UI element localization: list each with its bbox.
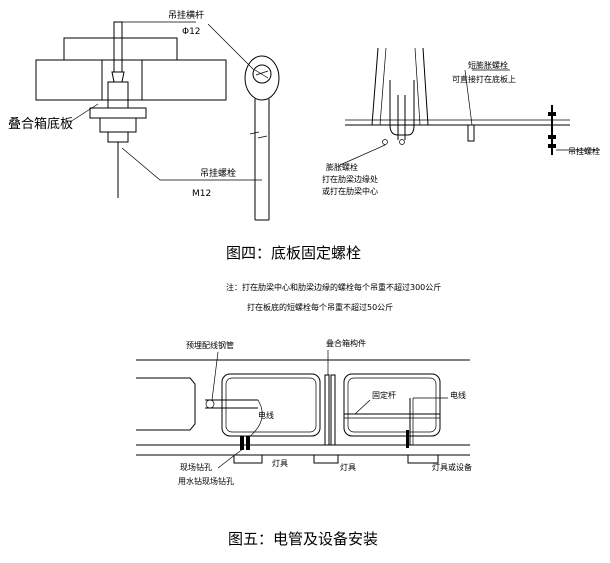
box-section-detail: 预埋配线钢管 叠合箱构件 固定杆 电线 电线 现场钻孔 用水钻现场钻孔 灯具 灯… <box>136 338 472 486</box>
leader-eye <box>207 23 255 71</box>
label-lamp-device: 灯具或设备 <box>432 462 472 472</box>
figure4-note-1: 注：打在肋梁中心和肋梁边缘的螺栓每个吊重不超过300公斤 <box>226 282 441 292</box>
bolt-head-2 <box>399 139 405 145</box>
void-1 <box>221 373 321 437</box>
rib-right-wall <box>422 47 429 126</box>
figure4-title: 图四：底板固定螺栓 <box>226 244 361 262</box>
label-short-bolt-note: 可直接打在底板上 <box>452 74 516 84</box>
void-2 <box>343 373 441 437</box>
leader-slab-base <box>69 103 99 123</box>
label-drill-hole-2: 用水钻现场钻孔 <box>178 476 234 486</box>
hanger-rod <box>113 21 123 73</box>
nut <box>107 131 129 143</box>
label-short-expansion-bolt: 短膨胀螺栓 <box>468 60 508 70</box>
lamp-device <box>407 454 439 464</box>
label-wire-left: 电线 <box>258 410 274 420</box>
bolt-head-1 <box>382 139 388 145</box>
nut-block <box>99 117 137 133</box>
label-drill-hole-1: 现场钻孔 <box>180 462 212 472</box>
label-box-member: 叠合箱构件 <box>326 338 366 348</box>
rib-left-wall <box>371 47 379 126</box>
eye-bolt-detail <box>207 23 280 221</box>
leader-hanger-bolt <box>121 147 262 181</box>
figure4-note-2: 打在板底的短螺栓每个吊重不超过50公斤 <box>247 302 393 312</box>
figure5-title: 图五：电管及设备安装 <box>228 530 378 548</box>
label-hanger-rod: 吊挂横杆 <box>168 9 204 21</box>
label-expansion-note-1: 打在肋梁边缘处 <box>322 174 378 184</box>
leader-drill-hole <box>217 447 245 469</box>
concrete-slab <box>35 59 227 101</box>
eye-ring-outer <box>244 55 280 101</box>
short-expansion-bolt <box>467 124 475 142</box>
base-plate <box>89 107 147 119</box>
eye-ring-inner <box>252 64 272 84</box>
label-expansion-bolt: 膨胀螺栓 <box>326 162 358 172</box>
leader-fixing-rod <box>354 399 371 415</box>
rib-beam-detail: 短膨胀螺栓 可直接打在底板上 膨胀螺栓 打在肋梁边缘处 或打在肋梁中心 吊挂螺栓 <box>322 47 600 196</box>
label-hanger-bolt-right: 吊挂螺栓 <box>568 146 600 156</box>
leader-conduit <box>211 351 219 401</box>
label-lamp-1: 灯具 <box>272 458 288 468</box>
u-bolt <box>389 80 415 136</box>
label-fixing-rod: 固定杆 <box>372 390 396 400</box>
label-bolt-size: M12 <box>192 189 211 199</box>
leader-expansion-bolt <box>339 144 386 166</box>
lamp-1 <box>233 454 263 464</box>
label-rod-diameter: Φ12 <box>182 27 201 37</box>
drill-hole-1 <box>240 436 244 450</box>
label-expansion-note-2: 或打在肋梁中心 <box>322 186 378 196</box>
drill-hole-2 <box>406 430 409 448</box>
label-hanger-bolt: 吊挂螺栓 <box>200 167 236 179</box>
void-left <box>136 377 196 431</box>
label-wire-right: 电线 <box>450 390 466 400</box>
anchor-body <box>107 81 129 109</box>
top-plate <box>63 37 178 61</box>
label-slab-base: 叠合箱底板 <box>8 116 73 132</box>
anchor-cone <box>111 71 125 83</box>
label-lamp-2: 灯具 <box>340 462 356 472</box>
wire-left <box>247 399 263 439</box>
break-mark <box>249 131 268 139</box>
slab-section-detail: 吊挂横杆 Φ12 叠合箱底板 吊挂螺栓 M12 <box>8 9 262 199</box>
label-conduit: 预埋配线钢管 <box>186 340 234 350</box>
lamp-2 <box>313 454 339 464</box>
box-member-rod <box>324 374 330 446</box>
